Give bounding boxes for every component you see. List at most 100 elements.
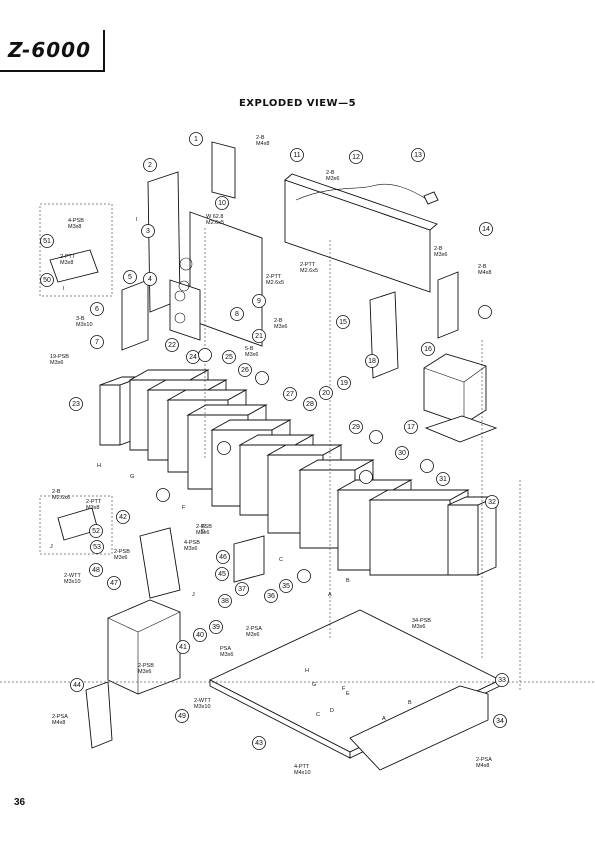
callout-number: 46 — [219, 554, 227, 561]
callout-12: 12 — [349, 150, 363, 164]
diagram-artwork — [0, 141, 595, 771]
callout-circle — [230, 307, 244, 321]
callout-35: 35 — [279, 579, 293, 593]
screw-spec-line: M2.6x5 — [300, 268, 318, 274]
callout-circle — [479, 222, 493, 236]
screw-spec-line: M3x10 — [194, 704, 211, 710]
bracket-edge — [107, 617, 139, 633]
model-number: Z-6000 — [8, 38, 92, 62]
callout-28: 28 — [303, 397, 317, 411]
screw-spec-line: 2-PTT — [300, 262, 316, 268]
callout-circle — [215, 196, 229, 210]
screw-spec-line: 2-B — [256, 135, 265, 141]
callout-circle — [303, 397, 317, 411]
callout-33: 33 — [495, 673, 509, 687]
callout-circle — [70, 678, 84, 692]
screw-spec-line: M3x6 — [412, 624, 425, 630]
callout-23: 23 — [69, 397, 83, 411]
screw-spec-line: M3x6 — [50, 360, 63, 366]
reference-letter-B: B — [408, 700, 412, 706]
upper-bracket — [211, 141, 236, 199]
callout-15: 15 — [336, 315, 350, 329]
callout-number: 15 — [339, 319, 347, 326]
callout-circle — [349, 150, 363, 164]
callout-circle — [336, 315, 350, 329]
callout-number: 9 — [257, 298, 261, 305]
callout-26: 26 — [238, 363, 252, 377]
callout-53: 53 — [90, 540, 104, 554]
callout-number: 12 — [352, 154, 360, 161]
callout-number: 35 — [282, 583, 290, 590]
reference-letter-D: D — [201, 529, 205, 535]
callout-number: 28 — [306, 401, 314, 408]
screw-spec-line: M4x8 — [476, 763, 489, 769]
callout-circle — [90, 335, 104, 349]
foot-bracket — [85, 681, 113, 749]
reference-letter-D: D — [330, 708, 334, 714]
screw-spec-line: M3x8 — [86, 505, 99, 511]
callout-number: 16 — [424, 346, 432, 353]
callout-circle — [215, 567, 229, 581]
header-divider — [103, 30, 105, 72]
callout-circle — [252, 736, 266, 750]
screw-spec-line: M3x6 — [245, 352, 258, 358]
screw-spec-line: M3x6 — [138, 669, 151, 675]
callout-27: 27 — [283, 387, 297, 401]
callout-3: 3 — [141, 224, 155, 238]
callout-36: 36 — [264, 589, 278, 603]
callout-20: 20 — [319, 386, 333, 400]
callout-39: 39 — [209, 620, 223, 634]
reference-letter-C: C — [279, 557, 283, 563]
box-plate — [424, 415, 498, 443]
screw-spec-line: M4x10 — [294, 770, 311, 776]
callout-24: 24 — [186, 350, 200, 364]
screw-spec-line: 2-PTT — [86, 499, 102, 505]
bracket-edge — [137, 611, 181, 633]
callout-circle — [290, 148, 304, 162]
screw-spec-line: W 62.8 — [206, 214, 223, 220]
callout-11: 11 — [290, 148, 304, 162]
reference-letter-E: E — [346, 691, 350, 697]
callout-number: 37 — [238, 586, 246, 593]
callout-circle — [165, 338, 179, 352]
screw-spec-line: M3x6 — [184, 546, 197, 552]
callout-repeat-circle — [297, 569, 311, 583]
callout-circle — [365, 354, 379, 368]
jack — [174, 290, 186, 302]
callout-18: 18 — [365, 354, 379, 368]
callout-7: 7 — [90, 335, 104, 349]
callout-45: 45 — [215, 567, 229, 581]
callout-50: 50 — [40, 273, 54, 287]
callout-number: 42 — [119, 514, 127, 521]
screw-spec-line: M3x6 — [246, 632, 259, 638]
callout-circle — [319, 386, 333, 400]
callout-circle — [175, 709, 189, 723]
callout-30: 30 — [395, 446, 409, 460]
inset-part-50 — [49, 249, 99, 283]
callout-number: 31 — [439, 476, 447, 483]
callout-52: 52 — [89, 524, 103, 538]
callout-circle — [395, 446, 409, 460]
callout-43: 43 — [252, 736, 266, 750]
callout-number: 20 — [322, 390, 330, 397]
callout-circle — [495, 673, 509, 687]
callout-circle — [176, 640, 190, 654]
screw-spec-line: 4-PSB — [68, 218, 84, 224]
callout-circle — [485, 495, 499, 509]
screw-spec-line: PSA — [220, 646, 231, 652]
callout-51: 51 — [40, 234, 54, 248]
callout-circle — [337, 376, 351, 390]
callout-34: 34 — [493, 714, 507, 728]
reference-letter-A: A — [328, 592, 332, 598]
